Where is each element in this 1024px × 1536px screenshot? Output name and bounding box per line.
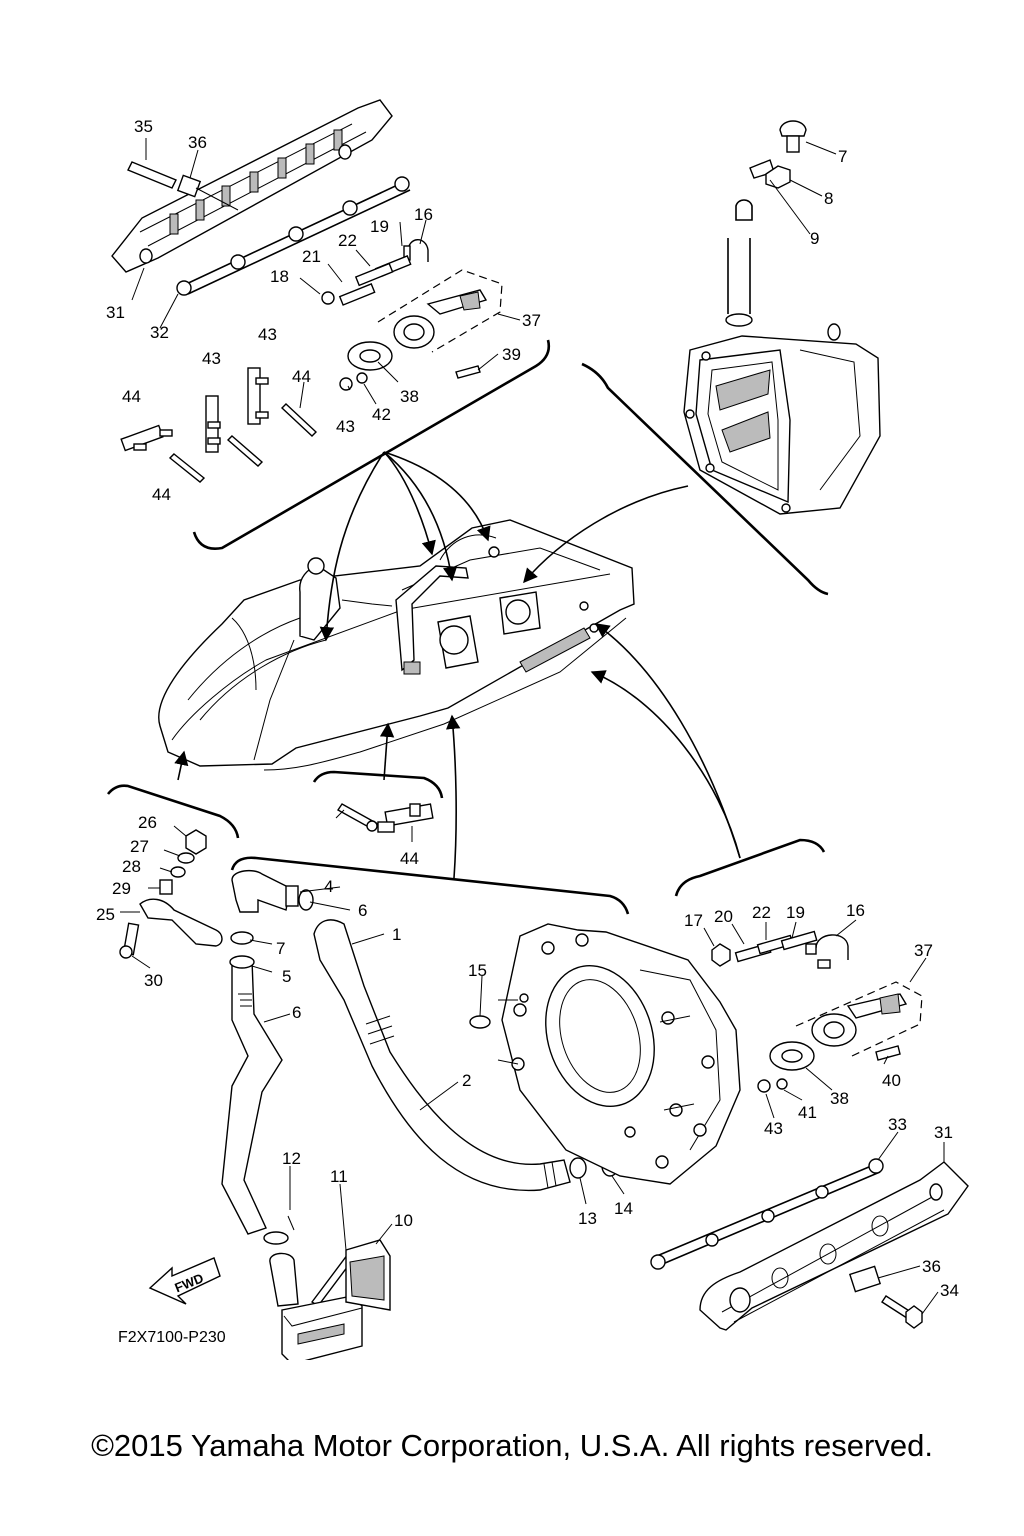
callout-43c: 44	[122, 387, 141, 406]
callout-27: 29	[112, 879, 131, 898]
callout-11: 11	[330, 1167, 348, 1186]
callout-25: 27	[130, 837, 149, 856]
copyright-footer: ©2015 Yamaha Motor Corporation, U.S.A. A…	[91, 1428, 933, 1463]
callout-24: 26	[138, 813, 157, 832]
callout-9: 9	[810, 229, 819, 248]
callout-22: 22	[338, 231, 357, 250]
callout-numbers: 35 36 31 32 16 19 22 21 18 37 39 38 42 4…	[96, 117, 959, 1300]
callout-12: 12	[282, 1149, 301, 1168]
callout-39: 41	[798, 1103, 817, 1122]
callout-43b: 43	[202, 349, 221, 368]
callout-13: 13	[578, 1209, 597, 1228]
callout-43a: 43	[258, 325, 277, 344]
callout-37b: 38	[830, 1089, 849, 1108]
water-hoses	[221, 869, 619, 1360]
upper-rail-assembly	[111, 99, 411, 296]
callout-16b: 16	[846, 901, 865, 920]
watercraft-hull	[158, 519, 635, 771]
callout-21: 21	[302, 247, 321, 266]
callout-37: 38	[400, 387, 419, 406]
pointer-arrows	[174, 451, 741, 879]
callout-1: 1	[392, 925, 401, 944]
callout-22b: 22	[752, 903, 771, 922]
callout-38: 39	[502, 345, 521, 364]
upper-right-brace	[581, 362, 829, 596]
callout-7: 7	[838, 147, 847, 166]
callout-29: 31	[934, 1123, 953, 1142]
callout-32: 34	[940, 1281, 959, 1300]
callout-10: 10	[394, 1211, 413, 1230]
callout-23: 25	[96, 905, 115, 924]
callout-19: 19	[370, 217, 389, 236]
callout-33: 35	[134, 117, 153, 136]
callout-26: 28	[122, 857, 141, 876]
left-mid-brace	[106, 784, 240, 839]
callout-31b: 33	[888, 1115, 907, 1134]
callout-40: 42	[372, 405, 391, 424]
mount-bracket-parts	[119, 829, 223, 959]
callout-20: 20	[714, 907, 733, 926]
exploded-parts-diagram: FWD	[96, 99, 969, 1360]
callout-44b: 44	[152, 485, 171, 504]
callout-17: 17	[684, 911, 703, 930]
callout-30: 31	[106, 303, 125, 322]
callout-34: 36	[922, 1257, 941, 1276]
callout-15: 15	[468, 961, 487, 980]
callout-16: 16	[414, 205, 433, 224]
callout-28: 30	[144, 971, 163, 990]
callout-6a: 6	[358, 901, 367, 920]
jet-nozzle-housing	[683, 120, 881, 515]
callout-36: 37	[522, 311, 541, 330]
callout-43d: 44	[400, 849, 419, 868]
pump-intake-housing	[497, 923, 741, 1185]
right-mid-brace	[674, 838, 826, 897]
lower-cleat-parts	[711, 930, 923, 1093]
callout-31: 32	[150, 323, 169, 342]
callout-2: 2	[462, 1071, 471, 1090]
center-small-brace	[312, 770, 444, 799]
callout-14: 14	[614, 1199, 633, 1218]
callout-8: 8	[824, 189, 833, 208]
center-bracket-parts	[336, 803, 434, 833]
lower-rail-assembly	[650, 1158, 969, 1331]
upper-bracket-parts	[120, 367, 318, 483]
callout-44a: 44	[292, 367, 311, 386]
leader-lines	[120, 138, 945, 1315]
callout-35: 36	[188, 133, 207, 152]
callout-19b: 19	[786, 903, 805, 922]
callout-18: 18	[270, 267, 289, 286]
callout-42: 43	[336, 417, 355, 436]
upper-cleat-parts	[321, 239, 503, 391]
callout-4: 5	[282, 967, 291, 986]
callout-5: 6	[292, 1003, 301, 1022]
part-code-label: F2X7100-P230	[118, 1329, 226, 1346]
callout-3: 4	[324, 877, 333, 896]
fwd-arrow-icon: FWD	[148, 1257, 221, 1305]
upper-left-brace	[192, 339, 551, 550]
callout-6b: 7	[276, 939, 285, 958]
center-brace	[230, 856, 630, 915]
callout-36b: 37	[914, 941, 933, 960]
callout-41: 43	[764, 1119, 783, 1138]
callout-38b: 40	[882, 1071, 901, 1090]
